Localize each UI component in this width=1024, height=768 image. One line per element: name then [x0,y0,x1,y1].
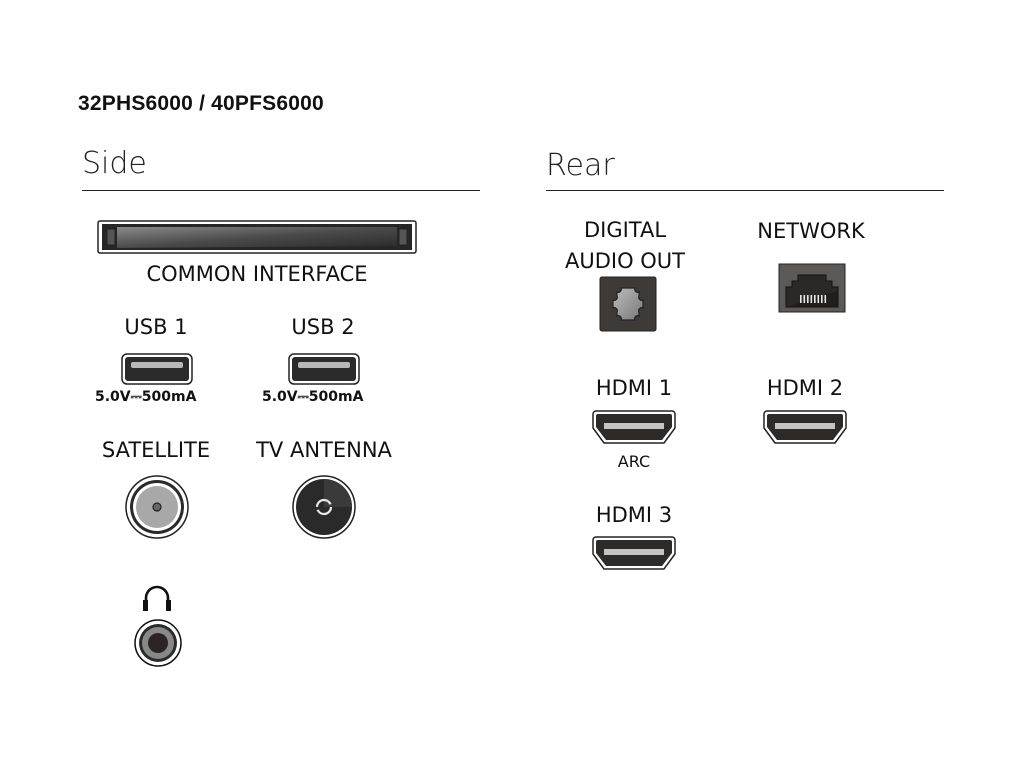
hdmi1-label: HDMI 1 [595,376,673,400]
usb1-power-rating: 5.0V⎓500mA [95,389,197,405]
satellite-connector-icon [124,474,190,540]
digital-audio-out-label-line2: AUDIO OUT [564,249,686,273]
side-section-title: Side [82,146,147,181]
usb1-label: USB 1 [124,315,188,339]
headphone-jack-icon [133,618,183,668]
optical-port-icon [599,276,657,332]
ci-slot-icon [97,220,417,254]
headphones-icon [141,584,173,612]
network-label: NETWORK [757,219,865,243]
hdmi3-label: HDMI 3 [595,503,673,527]
rear-divider [546,190,944,191]
hdmi2-label: HDMI 2 [766,376,844,400]
usb-port-icon [288,353,360,385]
satellite-label: SATELLITE [101,438,211,462]
rear-section-title: Rear [546,148,615,183]
hdmi1-arc-label: ARC [617,452,651,471]
hdmi-port-icon [763,410,847,446]
usb2-power-rating: 5.0V⎓500mA [262,389,364,405]
antenna-connector-icon [291,474,357,540]
digital-audio-out-label-line1: DIGITAL [583,218,667,242]
model-title: 32PHS6000 / 40PFS6000 [78,92,324,115]
usb2-label: USB 2 [291,315,355,339]
side-divider [82,190,480,191]
tv-antenna-label: TV ANTENNA [256,438,392,462]
common-interface-label: COMMON INTERFACE [146,262,368,286]
ethernet-port-icon [778,263,846,313]
hdmi-port-icon [592,410,676,446]
hdmi-port-icon [592,536,676,572]
usb-port-icon [121,353,193,385]
